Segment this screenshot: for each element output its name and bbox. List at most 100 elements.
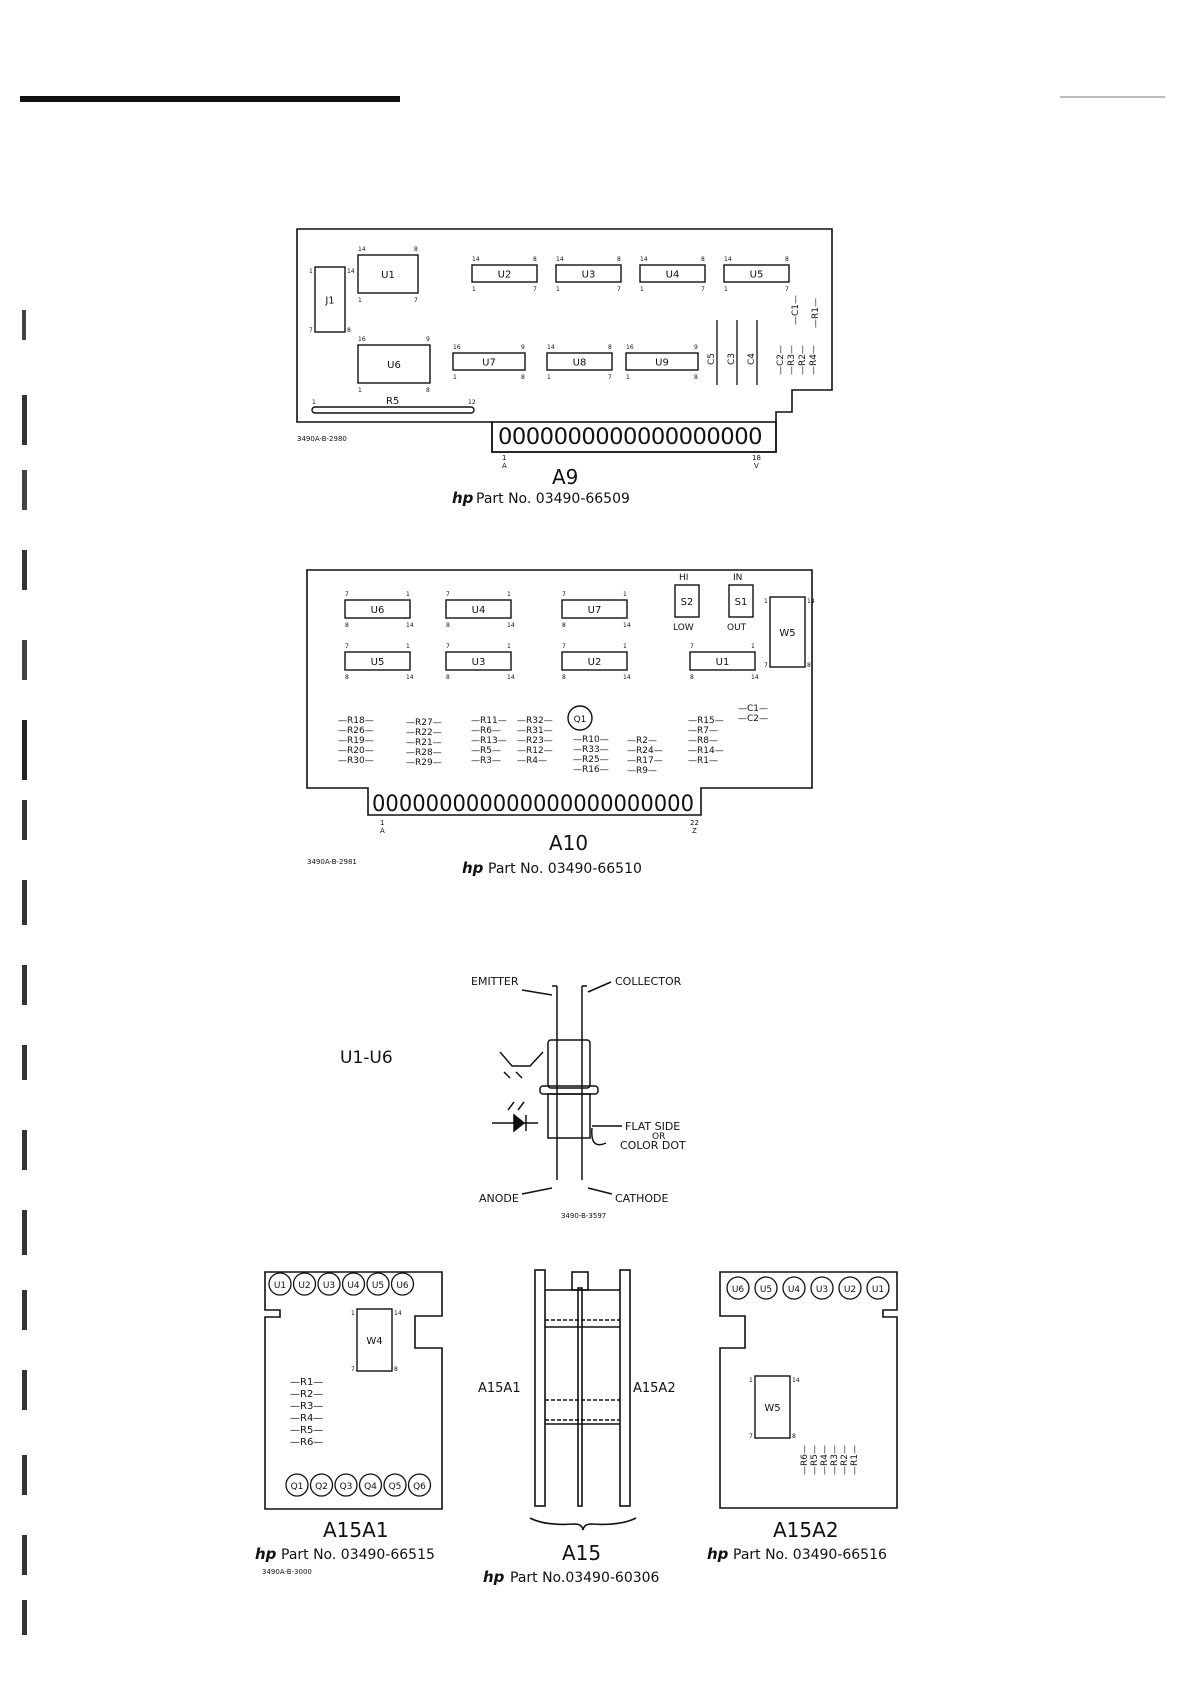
a9-hp-logo: hp (452, 489, 474, 507)
opto-body-bottom (547, 1093, 591, 1139)
a10-r21-label: —R21— (406, 738, 442, 748)
a9-r2-label: —R2— (798, 345, 808, 375)
a10-u7-pin-c: 8 (562, 622, 566, 629)
a15a2-u6-ring (726, 1276, 750, 1300)
a9-connector-last-letter: V (754, 462, 759, 470)
a15a1-q1-ring (285, 1473, 309, 1497)
a9-u2-pin-d: 7 (533, 286, 537, 293)
a9-j1-pin-c: 7 (309, 327, 313, 334)
a15a2-u4: U4 (782, 1276, 806, 1300)
a10-part-number: Part No. 03490-66510 (488, 861, 642, 877)
board-a15a2 (719, 1271, 898, 1509)
a10-r26-label: —R26— (338, 726, 374, 736)
a10-r6-label: —R6— (471, 726, 501, 736)
board-a15a1 (264, 1271, 443, 1510)
a10-u6-pin-c: 8 (345, 622, 349, 629)
a15a1-u4: U4 (341, 1272, 366, 1296)
a9-u5-label: U5 (750, 270, 764, 281)
a15-brace (529, 1517, 637, 1531)
a9-u2-label: U2 (498, 270, 512, 281)
board-a9 (296, 228, 833, 453)
opto-cathode-label: CATHODE (615, 1192, 668, 1205)
opto-anode-label: ANODE (479, 1192, 519, 1205)
opto-title: U1-U6 (340, 1048, 393, 1068)
a15a2-hp-logo: hp (707, 1545, 729, 1563)
a9-u4-pin-c: 1 (640, 286, 644, 293)
a15a2-r2-label: —R2— (840, 1445, 850, 1475)
a15a1-w4-label: W4 (366, 1336, 382, 1347)
a10-u1-pin-a: 7 (690, 643, 694, 650)
a9-u3-pin-d: 7 (617, 286, 621, 293)
a15a1-u4-ring (341, 1272, 366, 1296)
a10-u1-pin-c: 8 (690, 674, 694, 681)
a10-r15-label: —R15— (688, 716, 724, 726)
a10-s1-bottom-label: OUT (727, 623, 747, 633)
a15a1-q3-ring (334, 1473, 358, 1497)
a10-u6-pin-a: 7 (345, 591, 349, 598)
a15a2-u6-label: U6 (732, 1285, 745, 1295)
a10-u3-pin-a: 7 (446, 643, 450, 650)
a10-u6-pin-b: 1 (406, 591, 410, 598)
a9-u1-label: U1 (381, 270, 395, 281)
optocoupler-diagram (492, 981, 622, 1195)
a15a1-drawing-no: 3490A-B-3000 (262, 1568, 312, 1576)
a9-c1-label: —C1— (791, 295, 801, 325)
a15a1-q6: Q6 (407, 1473, 432, 1497)
a9-u2-pin-a: 14 (472, 256, 480, 263)
a15a1-u6-label: U6 (396, 1281, 409, 1291)
a10-text: 000000000000000000000000 1 A 22 Z A10 34… (307, 792, 699, 877)
opto-emitter-label: EMITTER (471, 975, 519, 988)
a10-u2-pin-d: 14 (623, 674, 631, 681)
a9-u3-body (555, 264, 622, 283)
a10-q1: Q1 (567, 705, 593, 731)
a15a1-q4: Q4 (358, 1473, 383, 1497)
a10-w5-pin-b: 14 (807, 598, 815, 605)
a10-s2-top-label: HI (679, 573, 688, 583)
a15a1-u3: U3 (317, 1272, 341, 1296)
a15-left-label: A15A1 (478, 1381, 521, 1396)
a15a1-outline (264, 1271, 443, 1510)
a9-u4-pin-a: 14 (640, 256, 648, 263)
a9-u5-pin-c: 1 (724, 286, 728, 293)
a9-r3-label: —R3— (787, 345, 797, 375)
a9-u6-pin-b: 9 (426, 336, 430, 343)
a15a2-r4-label: —R4— (820, 1445, 830, 1475)
opto-body-top (547, 1039, 591, 1089)
a10-r11-label: —R11— (471, 716, 507, 726)
a15a2-outline (719, 1271, 898, 1509)
a10-u7-body (561, 599, 628, 619)
a10-outline (306, 569, 813, 816)
a9-u7-body (452, 352, 526, 371)
a9-u9-pin-d: 8 (694, 374, 698, 381)
a9-r5-body (311, 406, 475, 414)
a9-u7-pin-d: 8 (521, 374, 525, 381)
a15a1-q2-ring (309, 1473, 334, 1497)
a15a1-u1-ring (268, 1272, 292, 1296)
a10-r16-label: —R16— (573, 765, 609, 775)
a15a1-hp-logo: hp (255, 1545, 277, 1563)
a10-u3-pin-d: 14 (507, 674, 515, 681)
a10-s2-body (674, 584, 700, 618)
a10-r17-label: —R17— (627, 756, 663, 766)
a10-u4-pin-a: 7 (446, 591, 450, 598)
a15a1-u6: U6 (390, 1272, 415, 1296)
a9-j1-label: J1 (324, 296, 334, 307)
a10-w5-pin-d: 8 (807, 662, 811, 669)
a15a2-w5-pin-d: 8 (792, 1433, 796, 1440)
assembly-a15 (529, 1269, 637, 1531)
a10-connector-first: 1 (380, 819, 384, 827)
a15a2-w5-pin-a: 1 (749, 1377, 753, 1384)
a15a1-q5-label: Q5 (389, 1482, 402, 1492)
a10-r5-label: —R5— (471, 746, 501, 756)
opto-labels: U1-U6 EMITTER COLLECTOR FLAT SIDE OR COL… (340, 975, 686, 1220)
a10-r14-label: —R14— (688, 746, 724, 756)
a10-u3-body (445, 651, 512, 671)
a10-r22-label: —R22— (406, 728, 442, 738)
a9-connector-pins: 0000000000000000000 (498, 425, 762, 450)
a10-r8-label: —R8— (688, 736, 718, 746)
a9-r5-pin-b: 12 (468, 399, 476, 406)
